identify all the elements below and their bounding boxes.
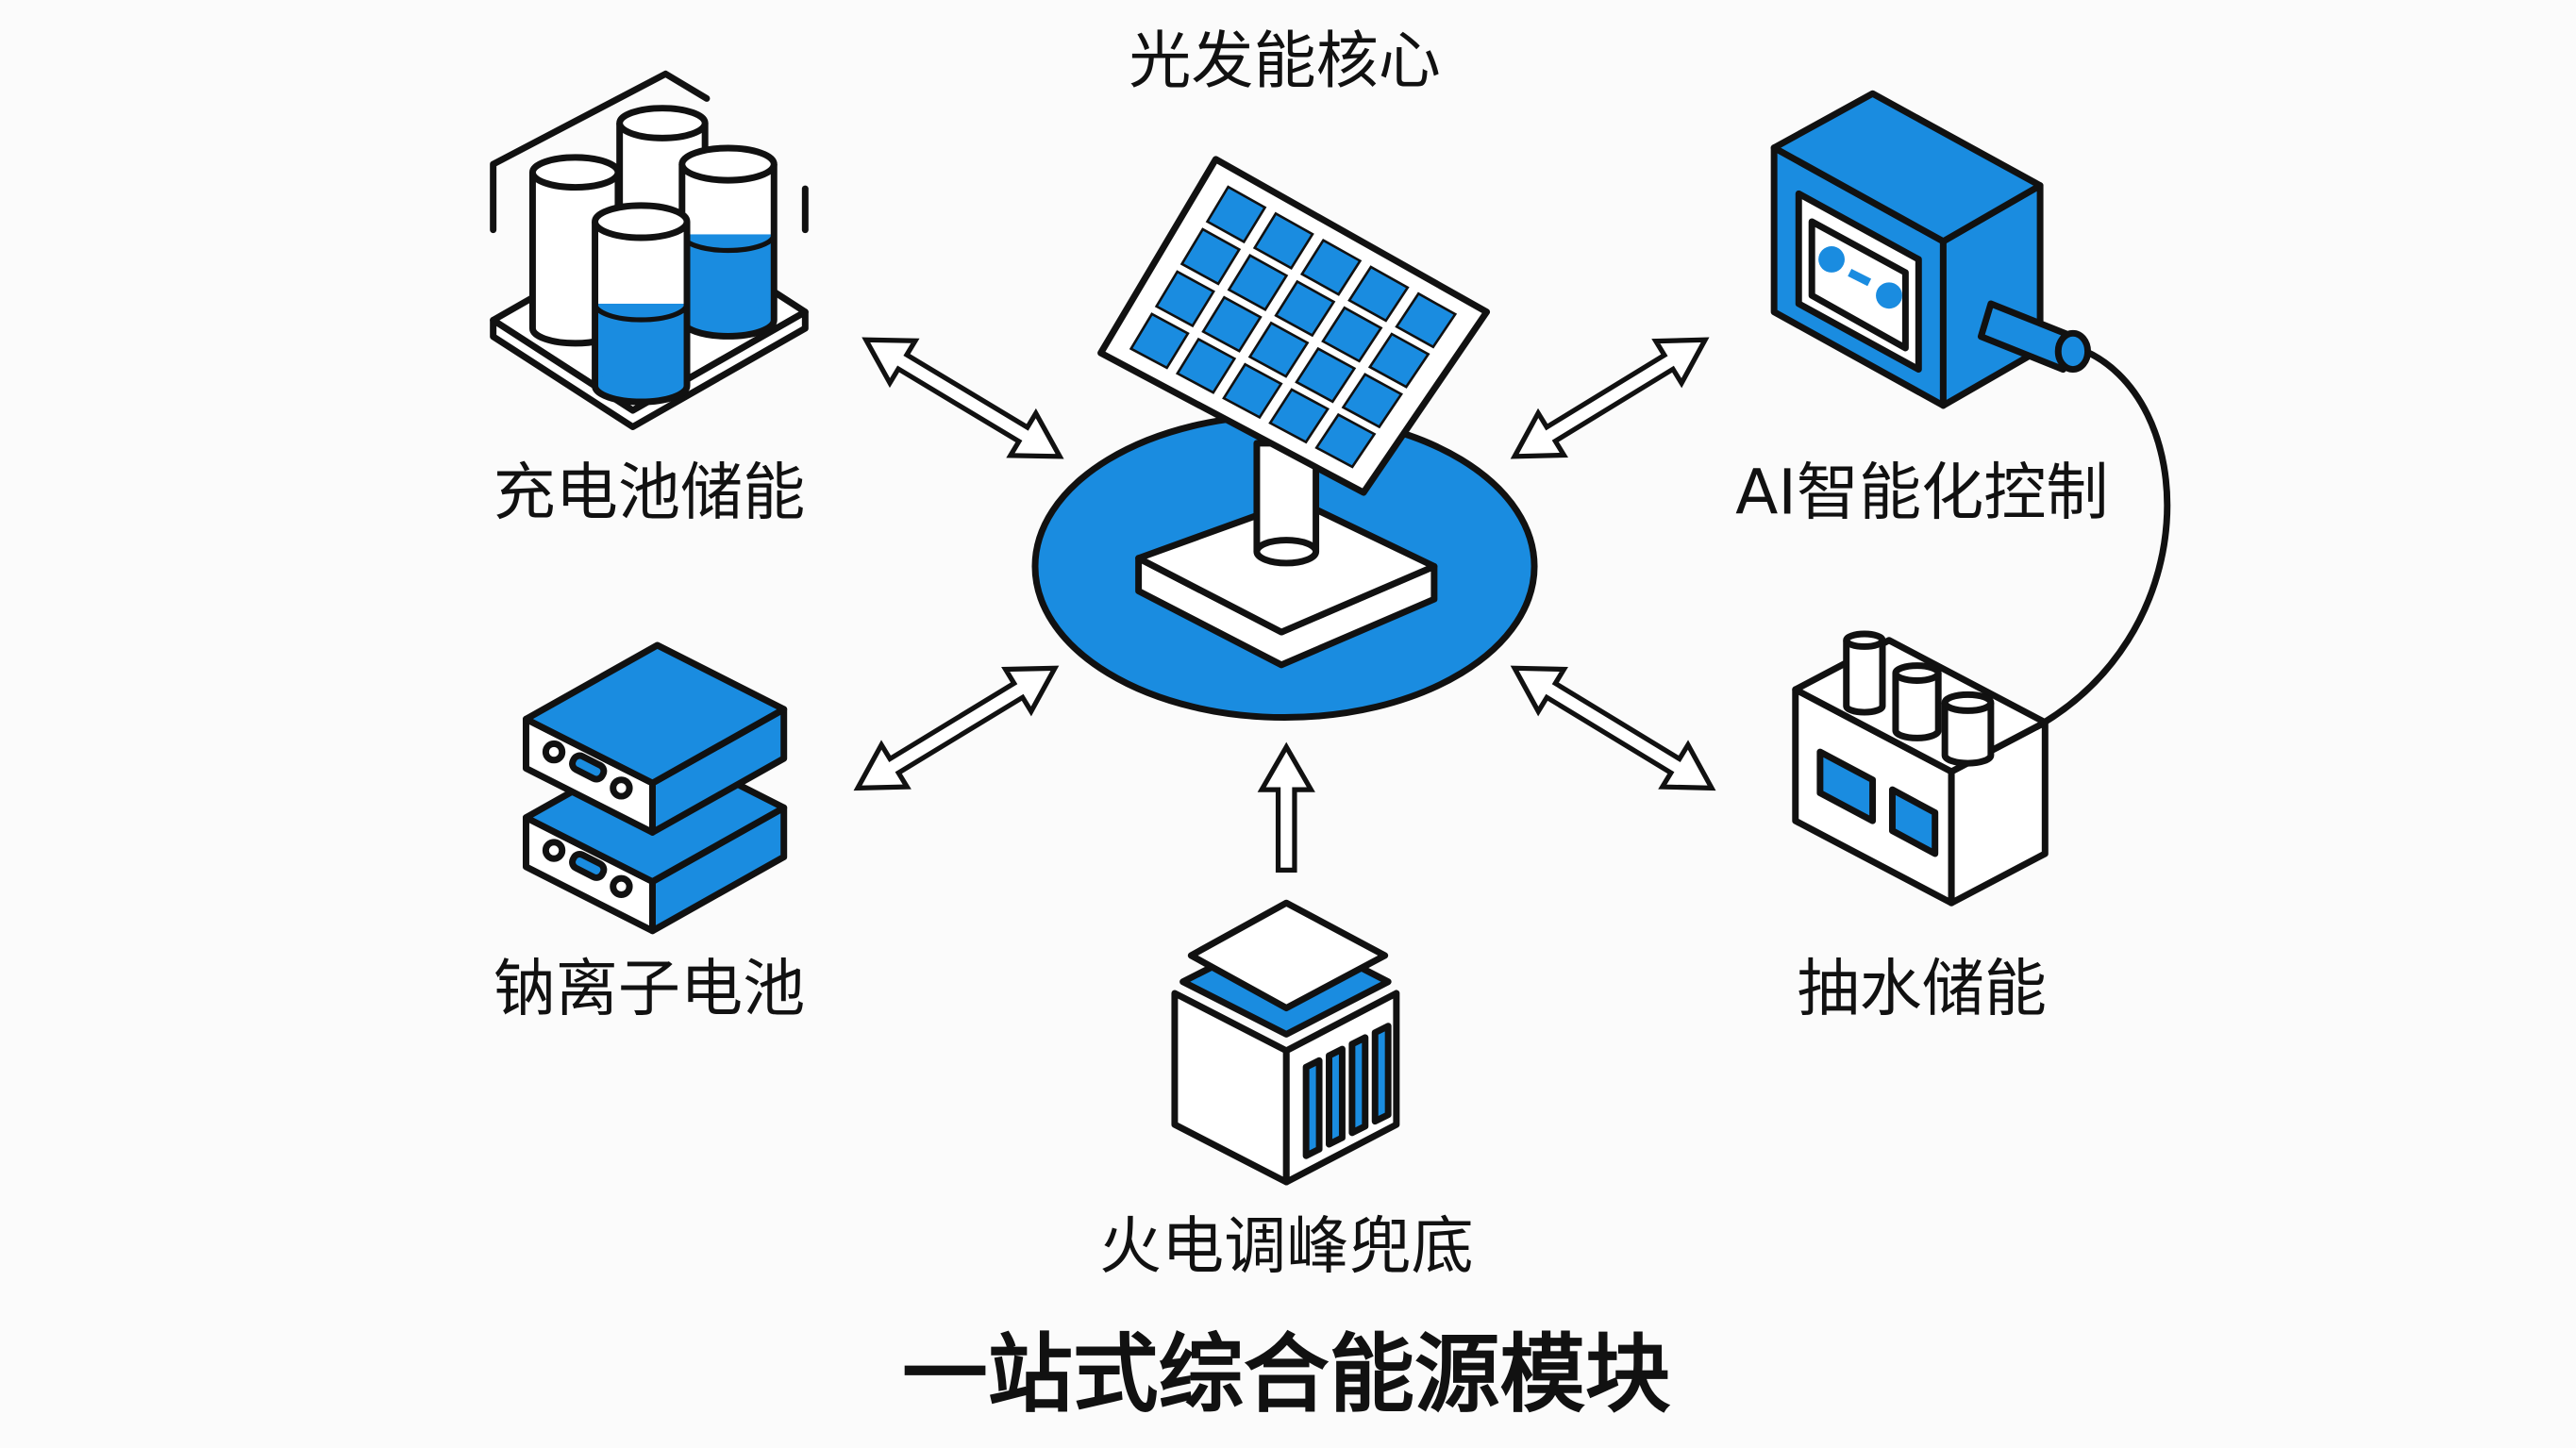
- solar-cell: [1205, 185, 1267, 244]
- pumped-hydro-label: 抽水储能: [1798, 952, 2047, 1024]
- solar-cell: [1341, 373, 1403, 429]
- solar-cell: [1252, 211, 1314, 270]
- solar-cell: [1321, 306, 1383, 363]
- ai-control-label: AI智能化控制: [1735, 457, 2108, 529]
- solar-cell: [1347, 265, 1410, 323]
- connection-cable: [2020, 344, 2171, 738]
- solar-cell: [1295, 346, 1357, 404]
- cylinder-top: [592, 202, 691, 241]
- solar-cell: [1175, 337, 1237, 394]
- double-arrow: [1510, 665, 1716, 791]
- solar-cell: [1247, 321, 1310, 378]
- battery-storage-label: 充电池储能: [493, 457, 806, 529]
- solar-cell: [1179, 227, 1242, 286]
- thermal-label: 火电调峰兜底: [1099, 1210, 1474, 1283]
- double-arrow: [853, 665, 1060, 791]
- up-arrow: [1257, 741, 1315, 874]
- cylinder-top: [1892, 662, 1942, 684]
- solar-cell: [1367, 332, 1430, 389]
- cylinder-top: [616, 105, 709, 141]
- diagram-title: 一站式综合能源模块: [902, 1325, 1671, 1424]
- cylinder-top: [528, 154, 622, 191]
- double-arrow: [861, 337, 1064, 459]
- sodium-ion-label: 钠离子电池: [493, 952, 806, 1024]
- solar-cell: [1201, 295, 1263, 353]
- battery-cylinders-icon: [490, 70, 809, 430]
- solar-panel-icon: [1031, 156, 1538, 722]
- battery-module: [522, 641, 788, 836]
- solar-cell: [1395, 291, 1458, 349]
- solar-cell: [1314, 412, 1377, 469]
- cylinder-top: [1941, 691, 1995, 714]
- solar-cell: [1227, 254, 1289, 311]
- solar-cell: [1268, 388, 1330, 444]
- battery-pack-icon: [522, 641, 788, 935]
- solar-cell: [1299, 238, 1363, 296]
- solar-cell: [1274, 279, 1336, 338]
- cylinder-top: [678, 144, 778, 184]
- power-plant-icon: [1171, 899, 1400, 1186]
- pumped-storage-icon: [1792, 630, 2049, 907]
- control-box-icon: [1770, 90, 2171, 738]
- solar-cell: [1222, 362, 1283, 420]
- core-label: 光发能核心: [1129, 25, 1441, 97]
- double-arrow: [1510, 337, 1710, 459]
- solar-cell: [1129, 312, 1190, 370]
- cylinder-top: [1843, 630, 1886, 650]
- solar-cell: [1154, 270, 1215, 328]
